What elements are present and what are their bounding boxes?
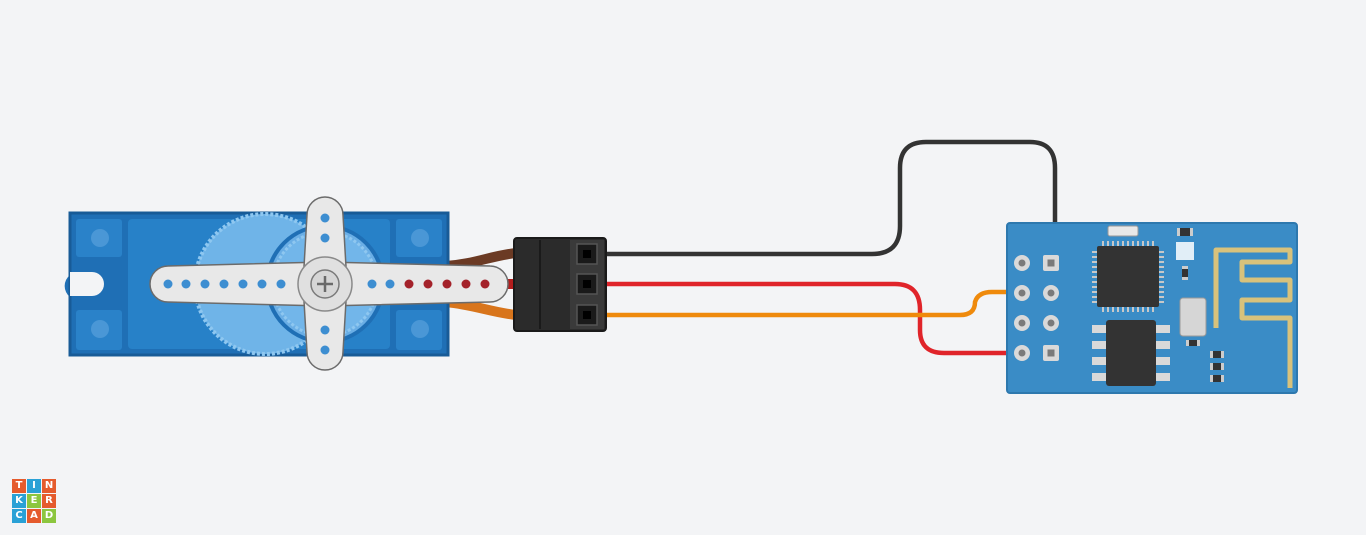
micro-servo[interactable] (64, 196, 517, 371)
connector-pin-2-hole (583, 280, 591, 288)
esp-pin-5-hole (1018, 319, 1026, 327)
plus-icon (317, 276, 333, 292)
logo-letter: A (27, 509, 41, 523)
esp-pin-3-hole (1018, 289, 1026, 297)
esp-pin-6-hole (1047, 319, 1055, 327)
servo-screw-tr (411, 229, 429, 247)
servo-mount-slot (70, 272, 92, 296)
servo-screw-tl (91, 229, 109, 247)
servo-lead-brown (445, 248, 517, 271)
logo-letter: N (42, 479, 56, 493)
logo-letter: K (12, 494, 26, 508)
esp-pin-1-hole (1018, 259, 1026, 267)
esp-pin-8-hole (1047, 349, 1055, 357)
connector-pin-3-hole (583, 311, 591, 319)
logo-letter: I (27, 479, 41, 493)
esp-pin-header[interactable] (1014, 255, 1059, 361)
servo-screw-br (411, 320, 429, 338)
servo-horn-holes-vertical (320, 213, 330, 355)
logo-letter: D (42, 509, 56, 523)
esp-pin-7-hole (1018, 349, 1026, 357)
connector-pin-1-hole (583, 250, 591, 258)
esp-smd-components (1176, 228, 1224, 382)
logo-letter: R (42, 494, 56, 508)
esp-flash-chip (1092, 320, 1170, 386)
logo-letter: E (27, 494, 41, 508)
servo-lead-orange (445, 297, 517, 320)
servo-horn[interactable] (149, 196, 509, 371)
esp-pcb-antenna (1213, 247, 1293, 388)
wires[interactable] (600, 139, 1058, 356)
esp-main-chip (1092, 241, 1164, 312)
servo-horn-holes-right (367, 279, 490, 289)
esp8266-esp01-module[interactable] (1006, 222, 1298, 394)
logo-letter: C (12, 509, 26, 523)
servo-3-pin-connector[interactable] (513, 237, 607, 332)
servo-screw-bl (91, 320, 109, 338)
esp-crystal (1107, 225, 1139, 237)
wire-orange[interactable] (600, 289, 1023, 318)
servo-horn-holes-left (163, 279, 286, 289)
logo-letter: T (12, 479, 26, 493)
esp-pin-4-hole (1047, 289, 1055, 297)
wire-red[interactable] (600, 281, 1023, 356)
esp-pin-2-hole (1047, 259, 1055, 267)
wire-black[interactable] (600, 139, 1058, 257)
